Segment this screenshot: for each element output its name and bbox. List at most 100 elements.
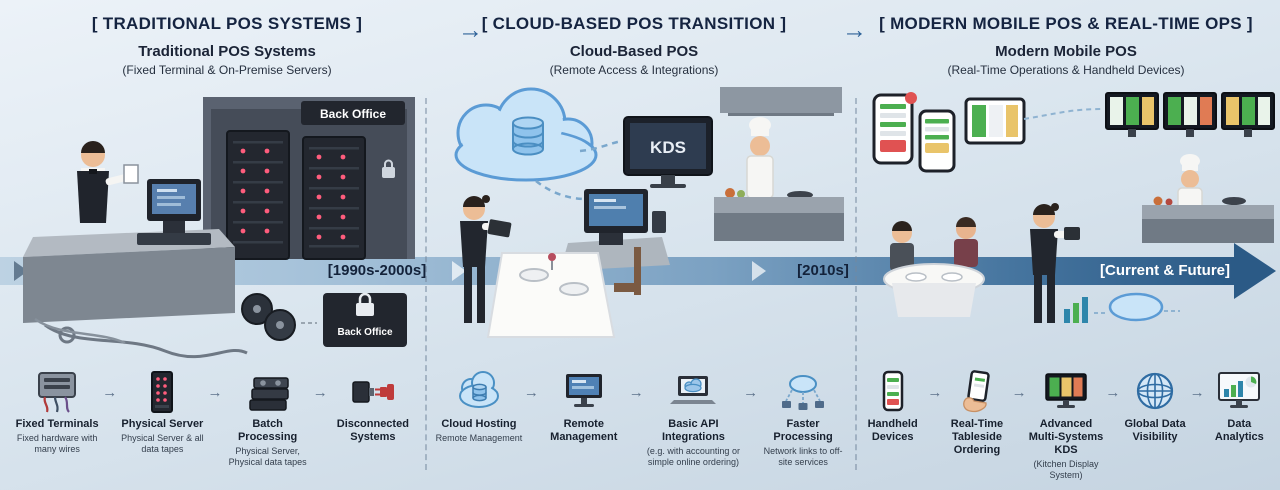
data-flow-links xyxy=(1064,292,1180,323)
panel-divider xyxy=(425,98,427,470)
flow-arrow-icon: → xyxy=(102,384,118,401)
plate-icon xyxy=(559,282,589,296)
desktop-monitor-icon xyxy=(561,366,607,414)
feature-desc: Physical Server & all data tapes xyxy=(121,432,204,455)
back-office-sign-label: Back Office xyxy=(320,107,386,121)
kitchen-area xyxy=(1142,154,1274,243)
panel-divider xyxy=(855,98,857,470)
handheld-phone-icon xyxy=(872,92,917,165)
flow-arrow-icon: → xyxy=(1189,384,1205,401)
plate-icon xyxy=(905,272,927,282)
era-arrow-icon: → xyxy=(458,16,483,44)
feature-title: Real-Time Tableside Ordering xyxy=(950,418,1004,456)
padlock-icon xyxy=(356,292,374,316)
flow-arrow-icon: → xyxy=(1011,384,1027,401)
feature-title: Data Analytics xyxy=(1214,418,1264,443)
feature-title: Cloud Hosting xyxy=(441,418,517,430)
feature-tableside-ordering: Real-Time Tableside Ordering xyxy=(942,366,1011,459)
back-office-lock-box: Back Office xyxy=(301,292,407,347)
feature-desc: Remote Management xyxy=(435,432,523,443)
kitchen-display-screens-icon xyxy=(1105,92,1275,137)
feature-title: Faster Processing xyxy=(773,418,833,443)
panel1-era-title: [ TRADITIONAL POS SYSTEMS ] xyxy=(91,14,363,33)
feature-desc: Physical Server, Physical data tapes xyxy=(228,445,307,468)
feature-title: Global Data Visibility xyxy=(1124,418,1186,443)
kitchen-area xyxy=(714,87,844,241)
scene-modern-mobile-pos xyxy=(872,92,1275,323)
era-arrow-icon: → xyxy=(842,16,867,44)
panel1-subtitle: (Fixed Terminal & On-Premise Servers) xyxy=(122,63,332,77)
feature-handheld-devices: Handheld Devices xyxy=(858,366,927,446)
feature-title: Batch Processing xyxy=(237,418,298,443)
timeline-label-1990s: [1990s-2000s] xyxy=(327,262,427,279)
feature-global-data-visibility: Global Data Visibility xyxy=(1120,366,1189,446)
feature-desc: (e.g. with accounting or simple online o… xyxy=(646,445,740,468)
scene-cloud-pos: KDS xyxy=(454,87,844,338)
waiter-figure xyxy=(77,141,139,223)
chair-icon xyxy=(614,283,640,292)
data-tape-reels-icon xyxy=(241,293,296,341)
flow-arrow-icon: → xyxy=(927,384,943,401)
database-icon xyxy=(512,116,544,156)
back-office-box-label: Back Office xyxy=(337,327,392,338)
feature-cloud-hosting: Cloud Hosting Remote Management xyxy=(434,366,524,444)
panel1-title: Traditional POS Systems xyxy=(138,43,316,60)
cloud-hosting-icon xyxy=(454,87,598,182)
plate-icon xyxy=(941,272,963,282)
laptop-cloud-icon xyxy=(670,366,717,414)
panel2-features: Cloud Hosting Remote Management → Remote… xyxy=(434,366,848,468)
panel3-title: Modern Mobile POS xyxy=(995,43,1137,60)
feature-batch-processing: Batch Processing Physical Server, Physic… xyxy=(223,366,313,468)
hand-phone-icon xyxy=(954,366,1000,414)
dining-table xyxy=(486,247,641,338)
handheld-phone-icon xyxy=(918,109,956,173)
feature-title: Disconnected Systems xyxy=(336,418,409,443)
waitress-figure xyxy=(1030,203,1080,323)
panel2-header: [ CLOUD-BASED POS TRANSITION ] Cloud-Bas… xyxy=(435,14,833,77)
back-office-room: Back Office xyxy=(203,97,415,260)
feature-basic-api-integrations: Basic API Integrations (e.g. with accoun… xyxy=(644,366,743,468)
network-cloud-icon xyxy=(780,366,826,414)
feature-advanced-kds: Advanced Multi-Systems KDS (Kitchen Disp… xyxy=(1027,366,1106,481)
panel3-features: Handheld Devices → Real-Time Tableside O… xyxy=(858,366,1274,481)
data-tapes-icon xyxy=(245,366,291,414)
timeline-arrowhead-icon xyxy=(1234,243,1276,299)
feature-remote-management: Remote Management xyxy=(539,366,629,446)
tablet-icon xyxy=(487,219,512,238)
terminal-with-wires-icon xyxy=(34,366,80,414)
kds-monitor-icon: KDS xyxy=(623,116,713,188)
feature-title: Physical Server xyxy=(121,418,204,430)
cable-wires-icon xyxy=(34,317,248,359)
panel3-subtitle: (Real-Time Operations & Handheld Devices… xyxy=(947,63,1185,77)
feature-desc: Network links to off-site services xyxy=(763,445,843,468)
globe-icon xyxy=(1132,366,1178,414)
feature-title: Handheld Devices xyxy=(867,418,918,443)
device-link xyxy=(1023,108,1105,120)
diner-table-group xyxy=(883,217,985,317)
feature-physical-server: Physical Server Physical Server & all da… xyxy=(117,366,207,455)
feature-faster-processing: Faster Processing Network links to off-s… xyxy=(758,366,848,468)
chef-figure xyxy=(746,117,774,199)
cloud-icon xyxy=(1108,292,1164,322)
panel1-header: [ TRADITIONAL POS SYSTEMS ] Traditional … xyxy=(28,14,426,77)
server-rack-icon xyxy=(302,136,366,260)
feature-desc: Fixed hardware with many wires xyxy=(16,432,98,455)
feature-title: Remote Management xyxy=(550,418,618,443)
timeline-chevron-icon xyxy=(752,261,766,281)
feature-fixed-terminals: Fixed Terminals Fixed hardware with many… xyxy=(12,366,102,455)
waitress-figure xyxy=(460,195,512,323)
plate-icon xyxy=(519,268,549,282)
feature-title: Basic API Integrations xyxy=(661,418,725,443)
feature-disconnected-systems: Disconnected Systems xyxy=(328,366,418,446)
disconnected-plug-icon xyxy=(350,366,396,414)
panel3-header: [ MODERN MOBILE POS & REAL-TIME OPS ] Mo… xyxy=(860,14,1272,77)
feature-title: Advanced Multi-Systems KDS xyxy=(1028,418,1104,456)
flow-arrow-icon: → xyxy=(207,384,223,401)
panel3-era-title: [ MODERN MOBILE POS & REAL-TIME OPS ] xyxy=(879,14,1253,33)
flow-arrow-icon: → xyxy=(628,384,644,401)
cloud-to-pos-link xyxy=(535,180,587,201)
panel2-era-title: [ CLOUD-BASED POS TRANSITION ] xyxy=(481,14,787,33)
pos-terminal-icon xyxy=(137,179,211,245)
feature-desc: (Kitchen Display System) xyxy=(1033,458,1099,481)
